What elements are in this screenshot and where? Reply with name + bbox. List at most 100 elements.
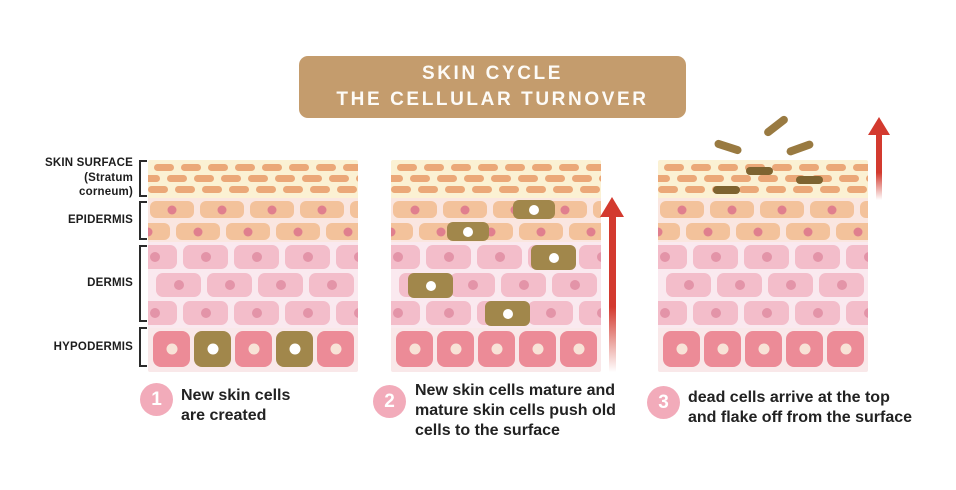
corneocyte-dash bbox=[718, 164, 738, 171]
corneocyte-dash bbox=[785, 175, 805, 182]
corneocyte-dash bbox=[302, 175, 322, 182]
corneocyte-dash bbox=[526, 186, 546, 193]
arrow-shaft bbox=[876, 135, 882, 200]
corneocyte-dash bbox=[451, 164, 471, 171]
dermis-cell bbox=[258, 273, 303, 297]
corneocyte-dash bbox=[853, 164, 868, 171]
corneocyte-dash bbox=[677, 175, 697, 182]
corneocyte-dash bbox=[866, 175, 868, 182]
corneocyte-dash bbox=[553, 186, 573, 193]
dermis-cell bbox=[819, 273, 864, 297]
upward-arrow bbox=[868, 117, 890, 200]
cell-nucleus bbox=[275, 280, 286, 290]
corneocyte-dash bbox=[424, 164, 444, 171]
epidermis-cell bbox=[148, 223, 170, 240]
dermis-cell bbox=[234, 245, 279, 269]
epidermis-cell bbox=[658, 223, 680, 240]
corneocyte-dash bbox=[289, 164, 309, 171]
cell-nucleus bbox=[659, 308, 670, 318]
cell-nucleus bbox=[330, 343, 341, 355]
hypodermis-cell bbox=[317, 331, 354, 367]
cell-nucleus bbox=[596, 308, 601, 318]
cell-nucleus bbox=[193, 227, 203, 236]
corneocyte-dash bbox=[329, 175, 349, 182]
arrow-shaft bbox=[608, 217, 616, 372]
cell-nucleus bbox=[717, 343, 728, 355]
cell-nucleus bbox=[436, 227, 446, 236]
cell-nucleus bbox=[443, 252, 454, 262]
arrow-head bbox=[600, 197, 624, 217]
cell-nucleus bbox=[251, 252, 262, 262]
corneocyte-dash bbox=[391, 186, 411, 193]
hypodermis-cell bbox=[704, 331, 741, 367]
dermis-cell bbox=[658, 245, 687, 269]
flaking-dead-cell bbox=[762, 114, 790, 138]
cell-nucleus bbox=[343, 227, 353, 236]
corneocyte-dash bbox=[202, 186, 222, 193]
epidermis-cell bbox=[760, 201, 804, 218]
cell-nucleus bbox=[392, 308, 403, 318]
cell-nucleus bbox=[548, 252, 559, 263]
epidermis-cell bbox=[200, 201, 244, 218]
dermis-cell bbox=[156, 273, 201, 297]
label-skin-surface: SKIN SURFACE (Stratum corneum) bbox=[44, 157, 133, 198]
mature-cell bbox=[408, 273, 453, 298]
corneocyte-dash bbox=[221, 175, 241, 182]
epidermis-cell bbox=[686, 223, 730, 240]
cell-nucleus bbox=[803, 227, 813, 236]
cell-nucleus bbox=[491, 343, 502, 355]
corneocyte-dash bbox=[478, 164, 498, 171]
epidermis-cell bbox=[391, 223, 413, 240]
epidermis-cell bbox=[736, 223, 780, 240]
dermis-cell bbox=[693, 245, 738, 269]
cell-nucleus bbox=[532, 343, 543, 355]
cell-nucleus bbox=[758, 343, 769, 355]
corneocyte-dash bbox=[418, 186, 438, 193]
mature-cell bbox=[531, 245, 576, 270]
dermis-cell bbox=[552, 273, 597, 297]
corneocyte-dash bbox=[410, 175, 430, 182]
corneocyte-dash bbox=[739, 186, 759, 193]
cell-nucleus bbox=[207, 343, 218, 355]
cell-nucleus bbox=[243, 227, 253, 236]
cell-nucleus bbox=[753, 227, 763, 236]
cell-nucleus bbox=[149, 308, 160, 318]
dermis-cell bbox=[717, 273, 762, 297]
step-3-caption: dead cells arrive at the top and flake o… bbox=[688, 389, 913, 426]
corneocyte-dash bbox=[685, 186, 705, 193]
corneocyte-dash bbox=[559, 164, 579, 171]
corneocyte-dash bbox=[758, 175, 778, 182]
corneocyte-dash bbox=[397, 164, 417, 171]
bracket-hypodermis bbox=[139, 327, 147, 367]
dermis-cell bbox=[795, 245, 840, 269]
cell-nucleus bbox=[676, 343, 687, 355]
corneocyte-dash bbox=[491, 175, 511, 182]
hypodermis-cell bbox=[396, 331, 433, 367]
dermis-cell bbox=[693, 301, 738, 325]
dermis-cell bbox=[795, 301, 840, 325]
cell-nucleus bbox=[486, 227, 496, 236]
cell-nucleus bbox=[460, 205, 470, 214]
cell-nucleus bbox=[863, 252, 868, 262]
corneocyte-dash bbox=[181, 164, 201, 171]
bracket-epidermis bbox=[139, 201, 147, 240]
hypodermis-cell bbox=[478, 331, 515, 367]
corneocyte-dash bbox=[356, 175, 358, 182]
cell-nucleus bbox=[703, 227, 713, 236]
cell-nucleus bbox=[734, 280, 745, 290]
dermis-cell bbox=[148, 301, 177, 325]
step-3-badge: 3 bbox=[647, 386, 680, 419]
corneocyte-dash bbox=[545, 175, 565, 182]
cell-nucleus bbox=[677, 205, 687, 214]
hypodermis-cell bbox=[519, 331, 556, 367]
cell-nucleus bbox=[569, 280, 580, 290]
corneocyte-dash bbox=[167, 175, 187, 182]
cell-nucleus bbox=[302, 252, 313, 262]
dermis-cell bbox=[391, 301, 420, 325]
cell-nucleus bbox=[173, 280, 184, 290]
cell-nucleus bbox=[727, 205, 737, 214]
dermis-cell bbox=[426, 245, 471, 269]
cell-nucleus bbox=[536, 227, 546, 236]
epidermis-cell bbox=[276, 223, 320, 240]
hypodermis-cell bbox=[437, 331, 474, 367]
